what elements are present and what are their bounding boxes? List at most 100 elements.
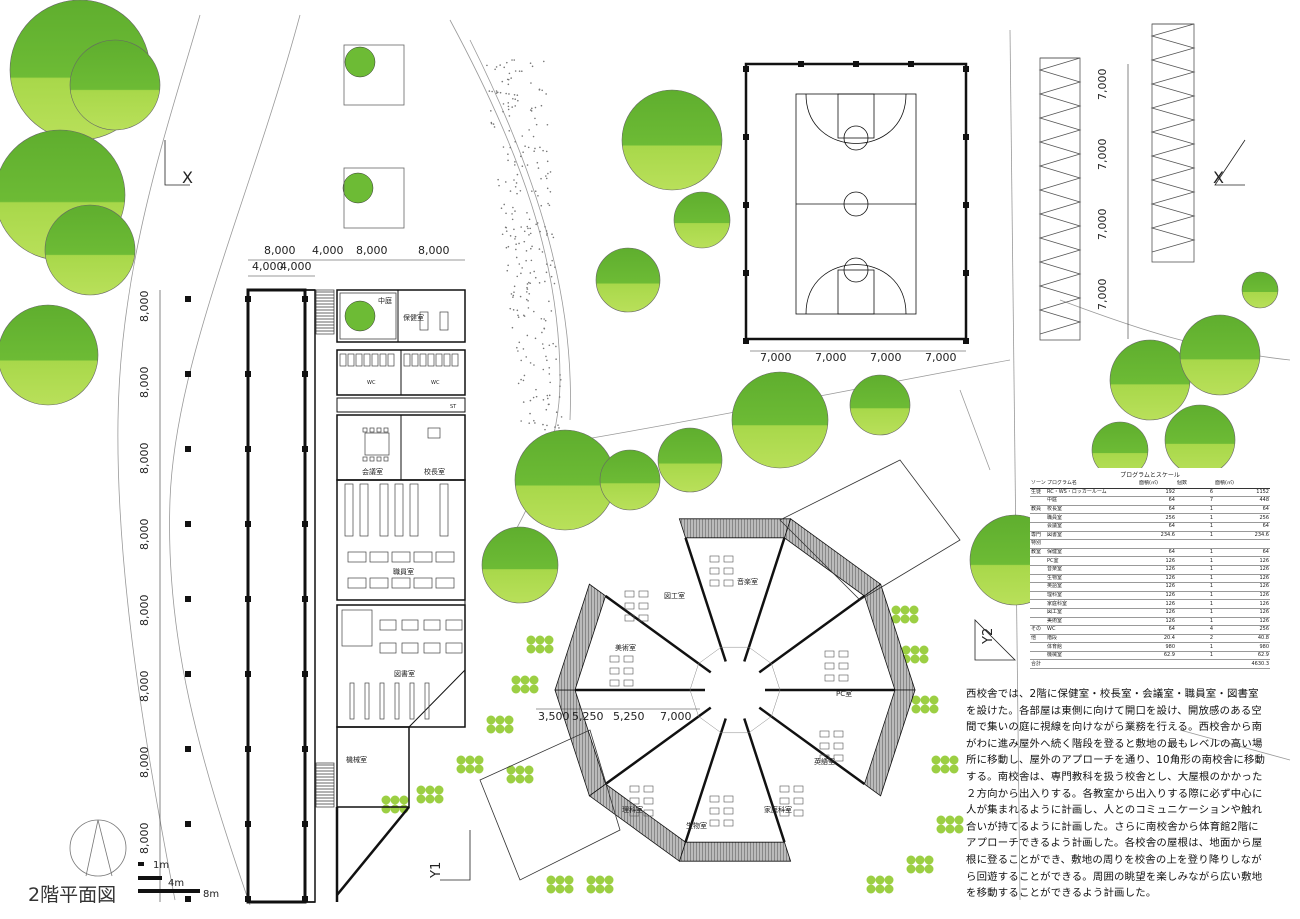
program-cell bbox=[1030, 617, 1046, 627]
program-cell: 126 bbox=[1214, 591, 1270, 601]
design-description: 西校舎では、2階に保健室・校長室・会議室・職員室・図書室を設けた。各部屋は東側に… bbox=[966, 686, 1266, 902]
dimension-lines bbox=[159, 64, 1129, 902]
shrub-icon bbox=[931, 755, 941, 765]
shrub-icon bbox=[900, 614, 910, 624]
shrub-icon bbox=[390, 804, 400, 814]
tree-icon bbox=[621, 89, 723, 191]
shrub-icon bbox=[434, 785, 444, 795]
program-cell: その bbox=[1030, 625, 1046, 635]
shrub-icon bbox=[920, 695, 930, 705]
program-cell: 126 bbox=[1214, 599, 1270, 609]
program-cell: 64 bbox=[1214, 522, 1270, 532]
section-y2: Y2 bbox=[981, 628, 996, 645]
shrub-icon bbox=[416, 785, 426, 795]
shrub-icon bbox=[486, 715, 496, 725]
program-cell: WC bbox=[1046, 625, 1138, 635]
scale-1m: 1m bbox=[153, 860, 169, 871]
west-dim-side: 8,000 bbox=[138, 367, 151, 399]
room-art: 美術室 bbox=[615, 643, 636, 652]
tree-icon bbox=[69, 39, 161, 131]
program-cell: 980 bbox=[1138, 642, 1176, 652]
shrub-icon bbox=[555, 875, 565, 885]
program-header-cell: プログラム名 bbox=[1046, 480, 1138, 489]
room-home: 家庭科室 bbox=[764, 805, 792, 814]
program-cell: RC・WS・ロッカールーム bbox=[1046, 488, 1138, 498]
program-cell: 理科室 bbox=[1046, 591, 1138, 601]
shrub-icon bbox=[524, 774, 534, 784]
program-cell: 64 bbox=[1138, 505, 1176, 515]
shrub-icon bbox=[604, 884, 614, 894]
west-dim-top-1: 8,000 bbox=[264, 244, 296, 257]
room-english: 英語室 bbox=[814, 757, 835, 766]
shrub-icon bbox=[506, 765, 516, 775]
program-cell: 192 bbox=[1138, 488, 1176, 498]
court-dim-bottom-4: 7,000 bbox=[925, 351, 957, 364]
tree-icon bbox=[595, 247, 661, 313]
dimension-labels: 8,000 4,000 8,000 8,000 4,000 4,000 8,00… bbox=[138, 69, 1109, 855]
program-cell: 126 bbox=[1138, 599, 1176, 609]
program-header-cell: ゾーン bbox=[1030, 480, 1046, 489]
roof-segment bbox=[863, 583, 916, 691]
scale-8m: 8m bbox=[203, 889, 219, 900]
tree-icon bbox=[599, 449, 661, 511]
program-cell: 特別 bbox=[1030, 539, 1046, 549]
roof-segment bbox=[678, 518, 792, 539]
shrub-icon bbox=[920, 704, 930, 714]
shrub-icon bbox=[564, 884, 574, 894]
small-tree-icon bbox=[344, 46, 376, 78]
tree-icon bbox=[657, 427, 723, 493]
program-header-cell: 個数 bbox=[1176, 480, 1214, 489]
program-cell: 126 bbox=[1138, 582, 1176, 592]
program-cell: 64 bbox=[1138, 522, 1176, 532]
program-cell: 126 bbox=[1138, 608, 1176, 618]
west-dim-second-2: 4,000 bbox=[280, 260, 312, 273]
program-cell: 他 bbox=[1030, 634, 1046, 644]
shrub-icon bbox=[884, 875, 894, 885]
room-health: 保健室 bbox=[403, 313, 424, 322]
shrub-icon bbox=[909, 614, 919, 624]
shrub-icon bbox=[511, 684, 521, 694]
scale-bar: 1m 4m 8m bbox=[138, 860, 219, 900]
room-biology: 生物室 bbox=[686, 821, 707, 830]
shrub-icon bbox=[929, 695, 939, 705]
court-dim-side: 7,000 bbox=[1096, 69, 1109, 101]
program-cell: 1 bbox=[1176, 574, 1214, 584]
shrub-icon bbox=[555, 884, 565, 894]
program-cell: 62.9 bbox=[1214, 651, 1270, 661]
shrub-icon bbox=[929, 704, 939, 714]
room-st: ST bbox=[450, 404, 457, 410]
west-dim-second-1: 4,000 bbox=[252, 260, 284, 273]
program-cell: 会議室 bbox=[1046, 522, 1138, 532]
program-cell: 448 bbox=[1214, 496, 1270, 506]
program-cell: 1 bbox=[1176, 513, 1214, 523]
program-cell: PC室 bbox=[1046, 556, 1138, 566]
shrub-icon bbox=[511, 675, 521, 685]
shrub-icon bbox=[504, 724, 514, 734]
shrub-icon bbox=[520, 675, 530, 685]
program-cell: 英語室 bbox=[1046, 582, 1138, 592]
west-dim-side: 8,000 bbox=[138, 291, 151, 323]
north-arrow-icon bbox=[69, 819, 127, 877]
shrub-icon bbox=[465, 755, 475, 765]
program-header-cell: 面積(㎡) bbox=[1138, 480, 1176, 489]
room-staff: 職員室 bbox=[393, 567, 414, 576]
shrub-icon bbox=[915, 864, 925, 874]
program-cell: 図書室 bbox=[1046, 531, 1138, 541]
section-x-left: X bbox=[182, 168, 193, 187]
shrub-icon bbox=[416, 794, 426, 804]
roof-segment bbox=[863, 689, 916, 797]
shrub-icon bbox=[595, 884, 605, 894]
shrub-icon bbox=[381, 804, 391, 814]
program-cell: 62.9 bbox=[1138, 651, 1176, 661]
shrub-icon bbox=[586, 875, 596, 885]
program-cell: 126 bbox=[1214, 556, 1270, 566]
west-dim-side: 8,000 bbox=[138, 519, 151, 551]
small-tree-icon bbox=[342, 172, 374, 204]
